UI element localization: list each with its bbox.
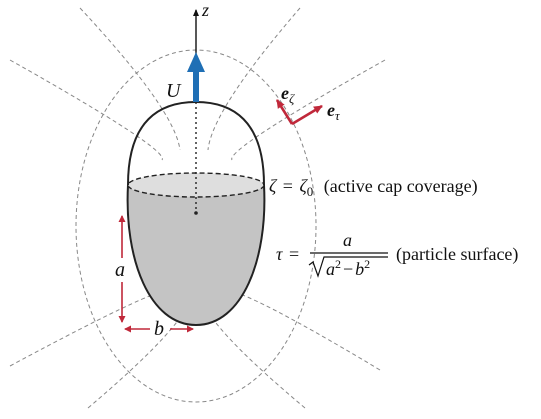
particle-surface-annotation: τ = a a2−b2 (particle surface)	[276, 230, 518, 279]
hyperbola-lower-right	[217, 288, 381, 371]
coated-cap-region	[126, 184, 266, 327]
e-zeta-label: eζ	[281, 83, 295, 106]
surface-description: (particle surface)	[396, 244, 518, 265]
dimension-b: b	[124, 318, 194, 340]
surface-numerator: a	[343, 230, 352, 250]
e-tau-arrow	[291, 104, 323, 126]
dimension-a-label: a	[115, 259, 125, 281]
cap-coverage-annotation: ζ = ζ0 (active cap coverage)	[269, 176, 478, 200]
hyperbola-upper-right	[231, 59, 386, 161]
surface-lhs: τ =	[276, 244, 299, 264]
dimension-b-label: b	[154, 318, 164, 340]
surface-denominator: a2−b2	[326, 257, 370, 279]
hyperbola-lower-left	[9, 288, 176, 367]
velocity-label: U	[166, 80, 182, 102]
z-axis-label: z	[201, 0, 209, 20]
unit-vectors: eζ eτ	[275, 83, 341, 126]
dimension-a: a	[115, 215, 126, 323]
particle-center	[194, 211, 198, 215]
e-tau-label: eτ	[327, 100, 341, 123]
radical-sign	[308, 256, 388, 278]
hyperbola-upper-left	[9, 59, 163, 161]
velocity-arrowhead	[187, 52, 205, 72]
hyperbola-upper-right-2	[207, 7, 301, 151]
hyperbola-upper-left-2	[79, 7, 181, 151]
e-zeta-arrow	[275, 99, 294, 125]
